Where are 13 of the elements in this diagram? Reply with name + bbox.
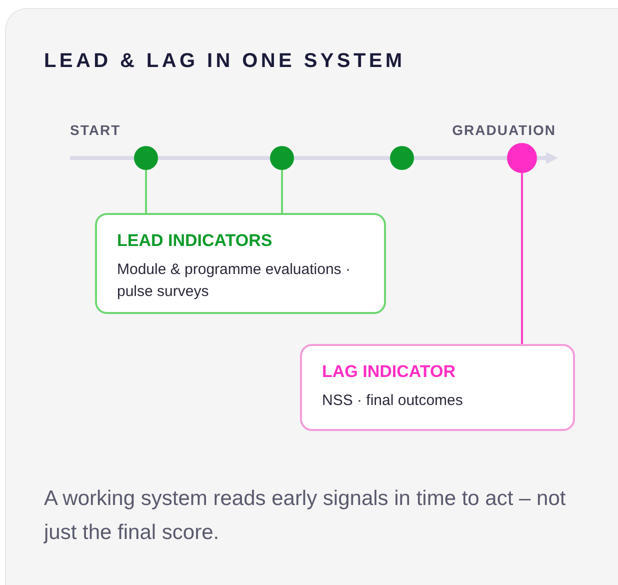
title: LEAD & LAG IN ONE SYSTEM (44, 50, 406, 73)
caption: A working system reads early signals in time to act – not just the final score. (44, 486, 567, 546)
indicator-card (300, 344, 575, 431)
connector-line (521, 173, 523, 344)
timeline-label: GRADUATION (452, 122, 556, 138)
card-heading: LAG INDICATOR (322, 362, 456, 382)
card-text: NSS · final outcomes (322, 391, 464, 411)
connector-line (281, 170, 283, 213)
indicator-card (95, 213, 386, 314)
card-text: Module & programme evaluations · pulse surveys (117, 260, 352, 302)
timeline-label: START (70, 122, 121, 138)
connector-line (145, 170, 147, 213)
card-heading: LEAD INDICATORS (117, 231, 274, 251)
